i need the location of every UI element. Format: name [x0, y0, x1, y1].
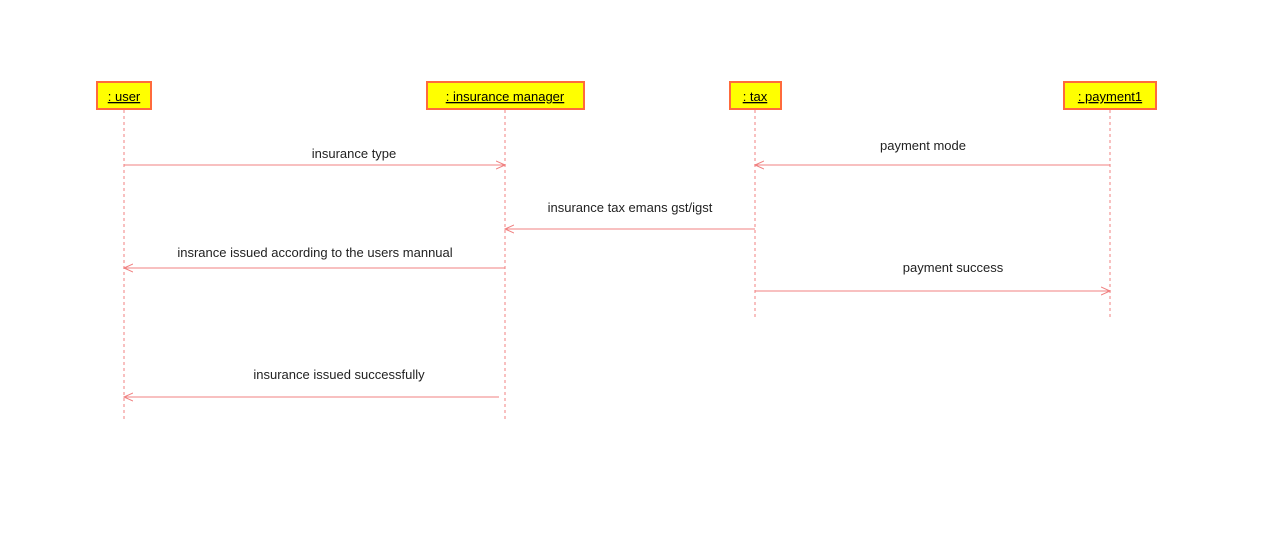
message-label: insurance issued successfully	[253, 367, 425, 382]
message-label: payment success	[903, 260, 1004, 275]
participant-label: : payment1	[1078, 89, 1142, 104]
message-label: insurance tax emans gst/igst	[548, 200, 713, 215]
participant-box	[426, 81, 585, 110]
participant-box	[96, 81, 152, 110]
message-label: payment mode	[880, 138, 966, 153]
message-insurance-tax[interactable]: insurance tax emans gst/igst	[505, 200, 755, 229]
participant-label: : insurance manager	[446, 89, 565, 104]
message-payment-mode[interactable]: payment mode	[755, 138, 1110, 165]
message-payment-success[interactable]: payment success	[755, 260, 1110, 291]
message-label: insurance type	[312, 146, 397, 161]
message-insurance-type[interactable]: insurance type	[124, 146, 505, 165]
participant-label: : user	[108, 89, 141, 104]
participant-user[interactable]: : user	[96, 81, 152, 110]
participant-tax[interactable]: : tax	[729, 81, 782, 110]
participant-box	[1063, 81, 1157, 110]
participant-payment1[interactable]: : payment1	[1063, 81, 1157, 110]
participant-box	[729, 81, 782, 110]
participant-label: : tax	[743, 89, 768, 104]
participant-insurance-manager[interactable]: : insurance manager	[426, 81, 585, 110]
message-insurance-issued-mannual[interactable]: insrance issued according to the users m…	[124, 245, 505, 268]
message-insurance-issued-successfully[interactable]: insurance issued successfully	[124, 367, 499, 397]
message-label: insrance issued according to the users m…	[177, 245, 452, 260]
